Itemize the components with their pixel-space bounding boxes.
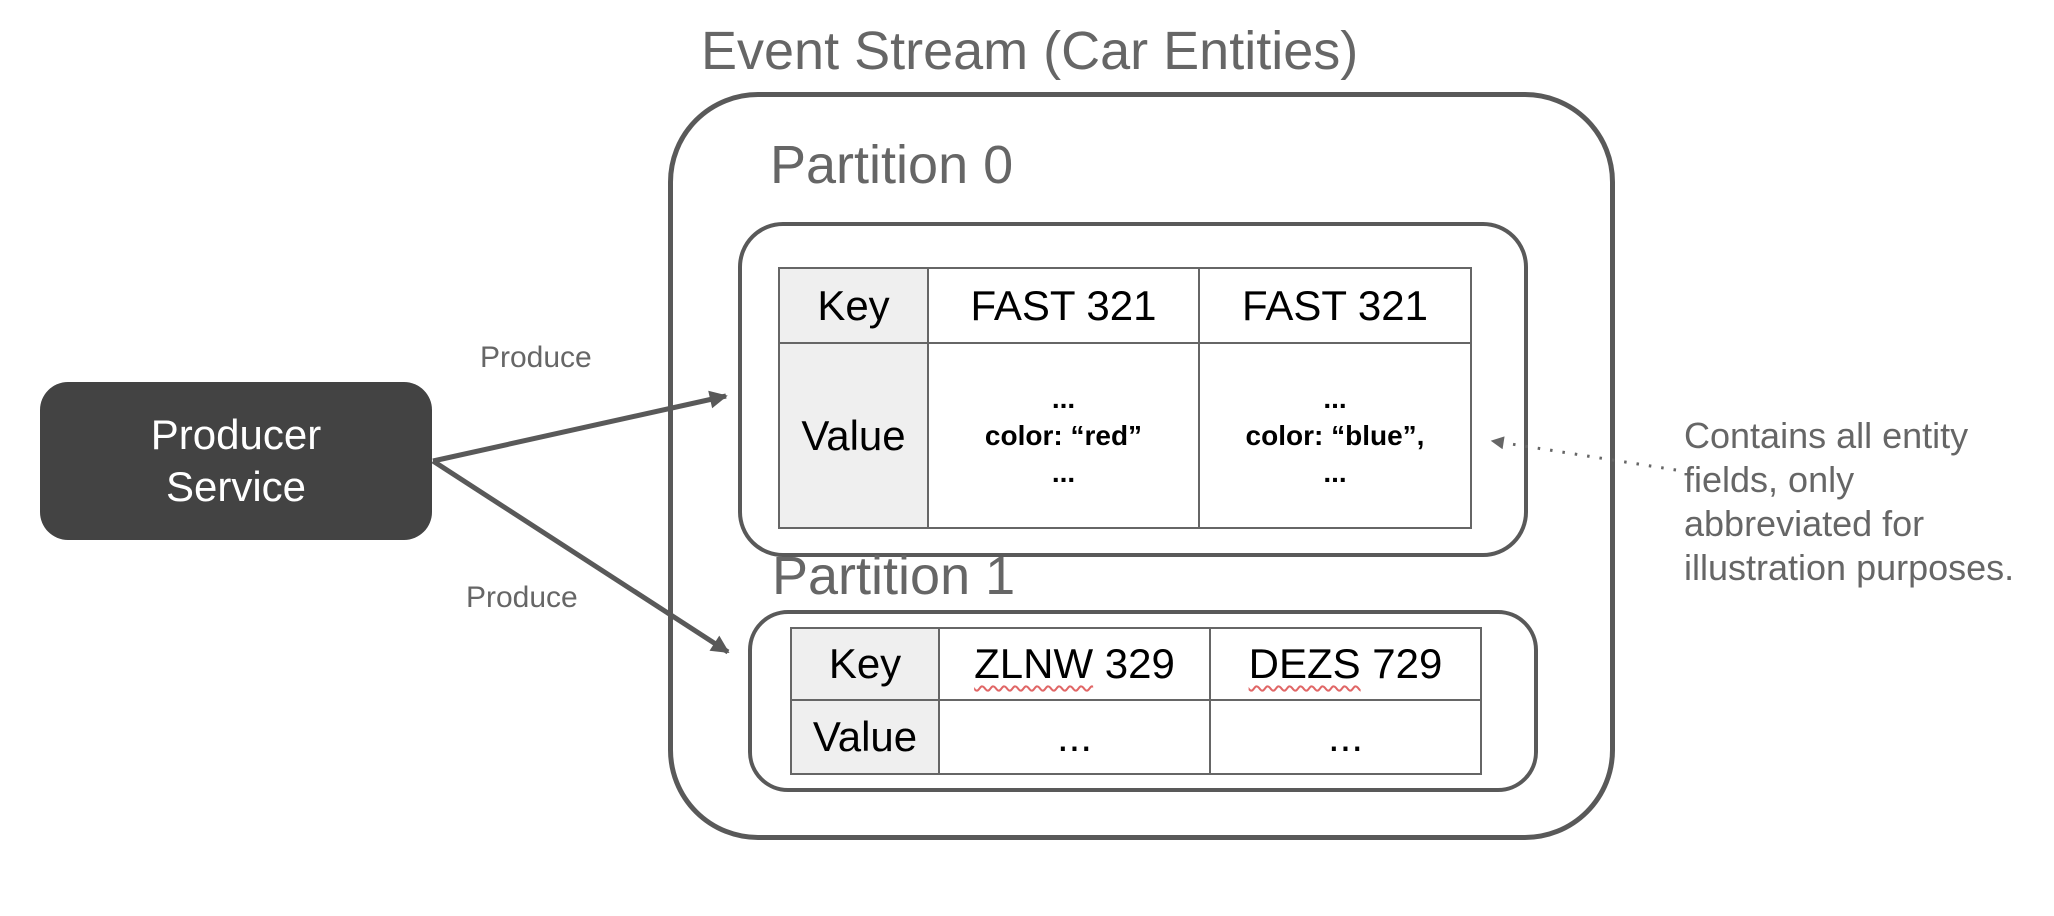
p0-value-row-header: Value: [778, 342, 929, 529]
value-color-field: color: “red”: [984, 420, 1143, 451]
producer-service-label-line1: Producer: [150, 411, 322, 458]
p1-value-cell-1: ...: [1209, 699, 1482, 775]
partition-0-table: Key FAST 321 FAST 321 Value ... color: “…: [778, 267, 1472, 529]
table-row: Key ZLNW 329 DEZS 729: [790, 627, 1482, 701]
produce-label-bottom: Produce: [466, 581, 578, 614]
annotation-line: illustration purposes.: [1684, 547, 2015, 588]
p1-value-row-header: Value: [790, 699, 940, 775]
key-number: 329: [1093, 640, 1175, 687]
producer-service-box: Producer Service: [40, 382, 432, 540]
partition-1-table: Key ZLNW 329 DEZS 729 Value ... ...: [790, 627, 1482, 775]
partition-0-box: [738, 222, 1528, 557]
p0-value-cell-1: ... color: “blue”, ...: [1198, 342, 1472, 529]
producer-service-label-line2: Service: [165, 463, 307, 510]
p0-key-cell-1: FAST 321: [1198, 267, 1472, 344]
annotation-line: abbreviated for: [1684, 503, 1925, 544]
annotation-line: fields, only: [1684, 459, 1855, 500]
p1-key-cell-0: ZLNW 329: [938, 627, 1211, 701]
table-row: Value ... ...: [790, 699, 1482, 775]
value-ellipsis: ...: [1051, 457, 1076, 488]
partition-1-box: [748, 610, 1538, 792]
p1-value-cell-0: ...: [938, 699, 1211, 775]
annotation-line: Contains all entity: [1684, 415, 1969, 456]
value-ellipsis: ...: [1051, 383, 1076, 414]
p1-key-cell-1: DEZS 729: [1209, 627, 1482, 701]
table-row: Key FAST 321 FAST 321: [778, 267, 1472, 344]
p0-value-cell-0: ... color: “red” ...: [927, 342, 1200, 529]
p0-key-cell-0: FAST 321: [927, 267, 1200, 344]
partition-0-label: Partition 0: [770, 135, 1014, 195]
partition-1-label: Partition 1: [772, 546, 1016, 606]
table-row: Value ... color: “red” ... ... color: “b…: [778, 342, 1472, 529]
diagram-title: Event Stream (Car Entities): [701, 21, 1359, 81]
value-ellipsis: ...: [1323, 383, 1347, 414]
key-number: 729: [1360, 640, 1443, 687]
value-color-field: color: “blue”,: [1245, 420, 1425, 451]
misspelled-word: ZLNW: [974, 640, 1094, 687]
value-ellipsis: ...: [1323, 457, 1347, 488]
p0-key-row-header: Key: [778, 267, 929, 344]
p1-key-row-header: Key: [790, 627, 940, 701]
produce-label-top: Produce: [480, 341, 592, 374]
annotation-note: Contains all entity fields, only abbrevi…: [1684, 414, 2014, 590]
misspelled-word: DEZS: [1248, 640, 1361, 687]
